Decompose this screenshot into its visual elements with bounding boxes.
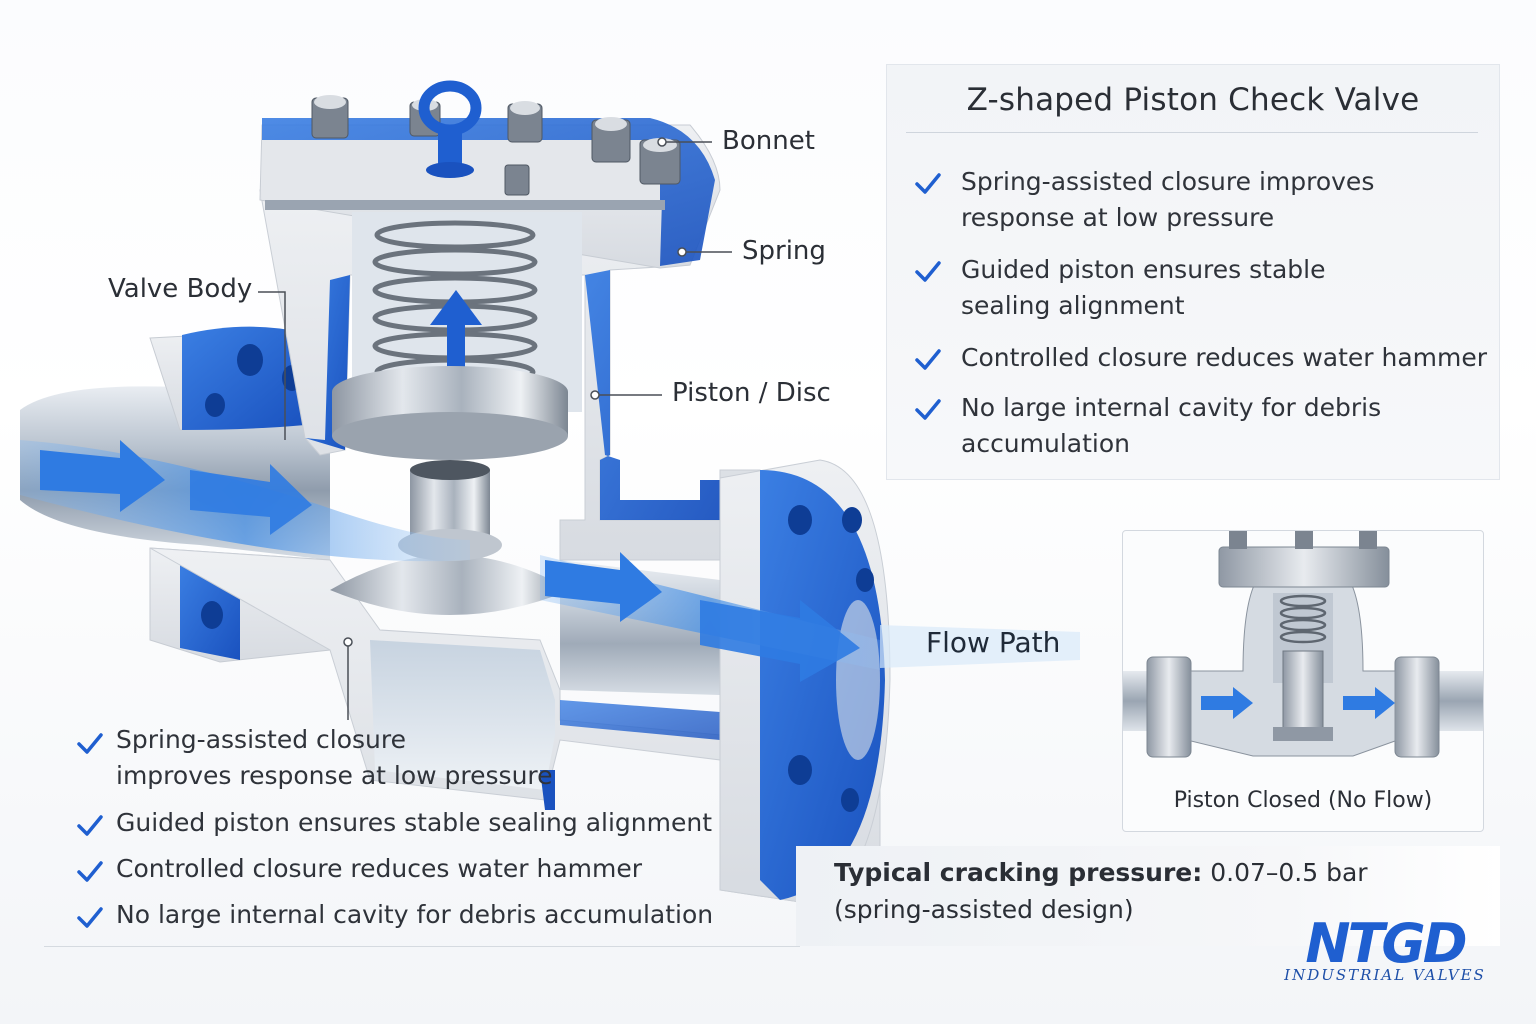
feature-panel [886,64,1500,480]
bottom-feature-1: Spring-assisted closure improves respons… [116,725,553,790]
arrow-right-icon [40,440,860,682]
panel-feature-4: No large internal cavity for debris accu… [961,393,1382,458]
bottom-feature-2: Guided piston ensures stable sealing ali… [116,808,713,837]
inset-valve-diagram [1123,531,1483,758]
bottom-divider [44,946,800,947]
panel-feature-1: Spring-assisted closure improves respons… [961,167,1375,232]
inset-caption: Piston Closed (No Flow) [1173,788,1433,813]
panel-divider [906,132,1478,133]
check-icon [77,815,103,836]
panel-feature-2: Guided piston ensures stable sealing ali… [961,255,1326,320]
pressure-line: Typical cracking pressure: 0.07–0.5 bar [834,858,1368,887]
pressure-label: Typical cracking pressure: [834,858,1203,887]
outlet-flange [719,459,891,906]
ntgd-logo: NTGD [1305,912,1468,975]
flow-path-glow [880,625,1080,668]
check-icon [915,399,941,420]
bonnet-callout: Bonnet [722,126,815,156]
logo-mark: NTGD [1305,912,1465,975]
check-icon [915,261,941,282]
pressure-box [796,846,1500,946]
check-icon [77,733,103,754]
valve-cutaway-diagram [20,80,1080,906]
panel-feature-3: Controlled closure reduces water hammer [961,343,1488,372]
valve-body-callout: Valve Body [108,274,253,304]
piston-disc [330,366,570,615]
check-icon [77,907,103,928]
pressure-value: 0.07–0.5 bar [1210,858,1368,887]
logo-subtitle: INDUSTRIAL VALVES [1284,966,1486,984]
flow-path-callout: Flow Path [926,626,1061,659]
bonnet-cover [259,80,721,269]
eyebolt-icon [418,80,482,178]
check-icon [77,861,103,882]
callout-leaders [258,137,732,720]
inset-closed-view [1122,530,1484,832]
pressure-note: (spring-assisted design) [834,895,1134,924]
piston-disc-callout: Piston / Disc [672,378,831,408]
spring-callout: Spring [742,236,826,266]
panel-title: Z-shaped Piston Check Valve [966,82,1420,118]
check-icon [915,349,941,370]
bottom-feature-4: No large internal cavity for debris accu… [116,900,714,929]
bottom-feature-3: Controlled closure reduces water hammer [116,854,643,883]
check-icon [915,173,941,194]
